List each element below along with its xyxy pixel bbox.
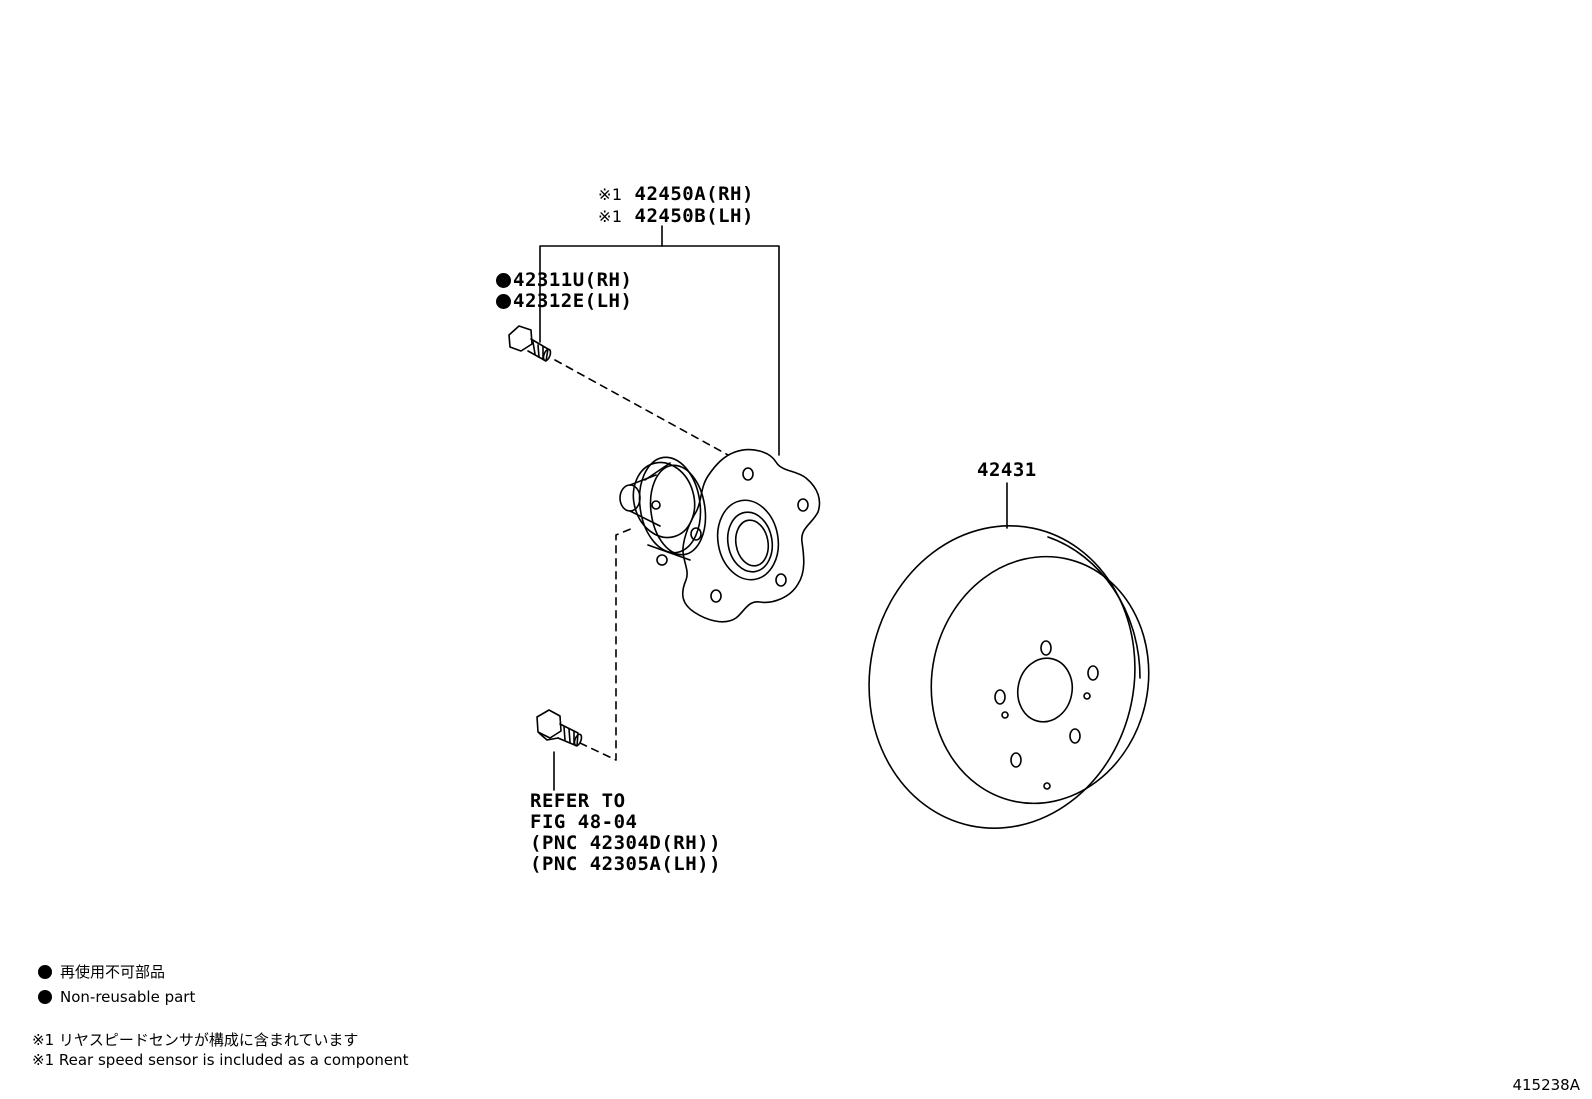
brake-disc-drawing (868, 525, 1150, 829)
disc-part-number: 42431 (977, 459, 1037, 481)
legend-nonreusable-jp-text: 再使用不可部品 (60, 963, 166, 981)
hub-bolt-drawing (508, 325, 552, 362)
hub-callout-lh: ※1 42450B(LH) (598, 206, 754, 227)
non-reusable-dot-icon (496, 273, 511, 288)
bolt-dashed-guide (554, 359, 729, 456)
hub-callout-rh: ※1 42450A(RH) (598, 184, 754, 205)
refer-line-2: FIG 48-04 (530, 811, 638, 833)
hub-part-number-lh: 42450B(LH) (634, 205, 754, 227)
legend-sensor-en: ※1 Rear speed sensor is included as a co… (32, 1051, 409, 1069)
figure-id: 415238A (1512, 1076, 1580, 1094)
bolt-part-number-lh: 42312E(LH) (513, 290, 633, 312)
refer-line-4: (PNC 42305A(LH)) (530, 853, 722, 875)
sensor-note-mark: ※1 (598, 185, 623, 204)
legend-nonreusable-jp: 再使用不可部品 (38, 963, 165, 982)
sensor-dashed-guide (579, 527, 634, 761)
non-reusable-dot-icon (38, 965, 52, 979)
refer-line-3: (PNC 42304D(RH)) (530, 832, 722, 854)
legend-nonreusable-en: Non-reusable part (38, 988, 195, 1007)
hub-bearing-drawing (619, 448, 821, 623)
legend-nonreusable-en-text: Non-reusable part (60, 988, 196, 1006)
hub-bracket-line (539, 245, 780, 456)
non-reusable-dot-icon (38, 990, 52, 1004)
legend-sensor-jp: ※1 リヤスピードセンサが構成に含まれています (32, 1031, 359, 1049)
leader-lines (539, 225, 1008, 791)
bolt-part-number-rh: 42311U(RH) (513, 269, 633, 291)
refer-line-1: REFER TO (530, 790, 626, 812)
non-reusable-dot-icon (496, 294, 511, 309)
bolt-callout-rh: 42311U(RH) (496, 270, 632, 290)
sensor-note-mark: ※1 (598, 207, 623, 226)
sensor-bolt-drawing (536, 709, 583, 747)
bolt-callout-lh: 42312E(LH) (496, 291, 632, 311)
hub-part-number-rh: 42450A(RH) (634, 183, 754, 205)
